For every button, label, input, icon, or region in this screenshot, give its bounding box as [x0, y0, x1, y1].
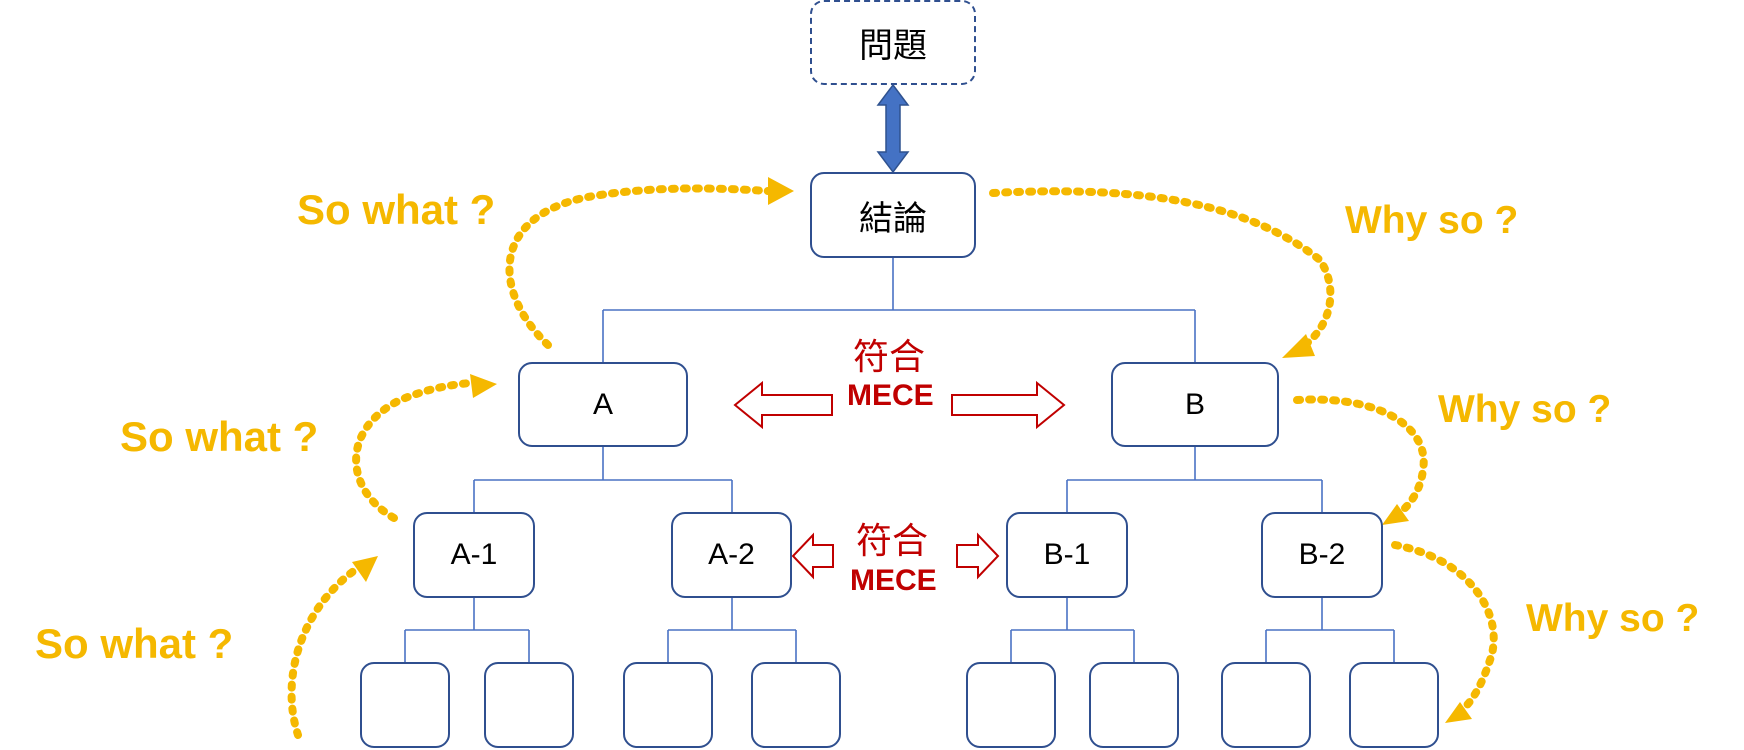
connector-b-to-children	[1066, 447, 1323, 512]
problem-node: 問題	[810, 0, 976, 85]
leaf-node	[751, 662, 841, 748]
leaf-node	[966, 662, 1056, 748]
node-a2-label: A-2	[708, 538, 755, 571]
mece-mid-arrows	[791, 532, 1000, 580]
connector-root-to-ab	[602, 258, 1196, 362]
arrowhead-so-what-mid	[470, 374, 497, 398]
mece-top-arrows	[733, 380, 1066, 430]
arrowhead-so-what-bottom	[352, 556, 378, 582]
leaf-node	[1221, 662, 1311, 748]
why-so-arrow-mid	[1293, 395, 1428, 520]
node-b: B	[1111, 362, 1279, 447]
node-a2: A-2	[671, 512, 792, 598]
leaf-node	[1349, 662, 1439, 748]
arrowhead-so-what-top	[768, 177, 794, 205]
mece-top-word-label: MECE	[847, 379, 934, 412]
connector-b1-leaves	[1010, 598, 1135, 662]
conclusion-node: 結論	[810, 172, 976, 258]
leaf-node	[1089, 662, 1179, 748]
question-arrows	[287, 184, 1498, 739]
why-so-label-mid: Why so ?	[1438, 388, 1612, 431]
mece-mid-left-arrow	[791, 532, 834, 580]
node-a1-label: A-1	[450, 538, 498, 571]
connector-a-to-children	[473, 447, 733, 512]
problem-node-label: 問題	[859, 26, 927, 66]
tree-connectors	[404, 258, 1395, 662]
node-b2: B-2	[1261, 512, 1383, 598]
node-a-label: A	[592, 387, 613, 421]
so-what-arrow-top	[505, 184, 772, 349]
why-so-label-bottom: Why so ?	[1526, 597, 1700, 640]
question-arrowheads	[352, 177, 1472, 723]
arrowhead-why-so-bottom	[1445, 702, 1472, 723]
arrowhead-why-so-top	[1282, 334, 1315, 358]
connector-a1-leaves	[404, 598, 530, 662]
so-what-arrow-bottom	[287, 566, 359, 739]
leaf-node	[623, 662, 713, 748]
why-so-label-top: Why so ?	[1345, 199, 1519, 242]
mece-top-right-arrow	[951, 380, 1066, 430]
why-so-arrow-top	[989, 187, 1335, 352]
so-what-arrow-mid	[352, 379, 474, 522]
so-what-label-mid: So what ?	[120, 413, 319, 460]
connector-a2-leaves	[667, 598, 797, 662]
node-b1-label: B-1	[1043, 538, 1091, 571]
connector-b2-leaves	[1265, 598, 1395, 662]
mece-mid-right-arrow	[956, 532, 1000, 580]
so-what-label-top: So what ?	[297, 186, 496, 233]
node-a1: A-1	[413, 512, 535, 598]
mece-mid-word-label: MECE	[850, 564, 937, 597]
node-a: A	[518, 362, 688, 447]
mece-top-left-arrow	[733, 380, 833, 430]
so-what-label-bottom: So what ?	[35, 620, 234, 667]
problem-conclusion-double-arrow	[876, 83, 910, 174]
node-b-label: B	[1184, 387, 1205, 421]
mece-mid-cjk-label: 符合	[856, 521, 929, 562]
node-b1: B-1	[1006, 512, 1128, 598]
conclusion-node-label: 結論	[859, 198, 927, 239]
leaf-node	[484, 662, 574, 748]
why-so-arrow-bottom	[1391, 541, 1498, 720]
leaf-node	[360, 662, 450, 748]
mece-top-cjk-label: 符合	[853, 337, 926, 378]
arrowhead-why-so-mid	[1382, 504, 1409, 525]
node-b2-label: B-2	[1298, 538, 1346, 571]
